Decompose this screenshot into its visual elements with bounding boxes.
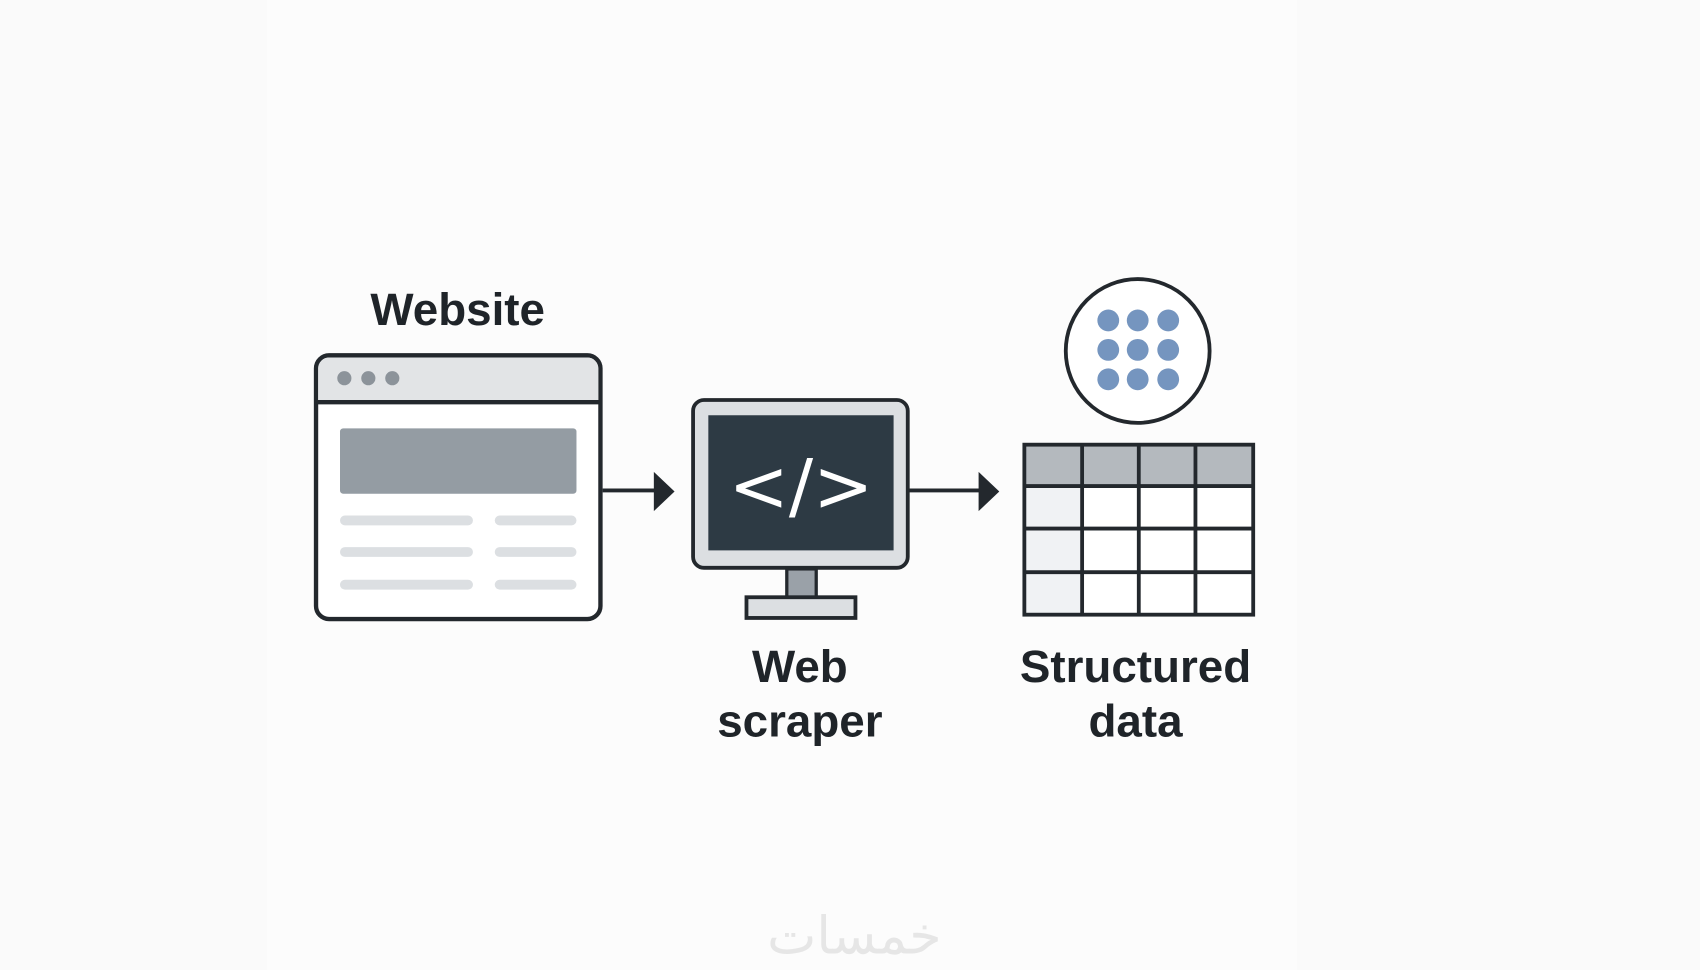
monitor-code-icon: </> — [691, 398, 910, 620]
browser-window-icon — [313, 353, 603, 622]
structured-data-label-line1: Structured — [1020, 641, 1251, 692]
web-scraper-label-line2: scraper — [717, 696, 883, 747]
table-grid-icon — [1022, 442, 1256, 617]
web-scraper-label-line1: Web — [752, 641, 848, 692]
code-glyph: </> — [729, 444, 874, 528]
arrow-website-to-scraper — [602, 471, 675, 512]
watermark: خمسات — [767, 906, 941, 967]
arrow-scraper-to-data — [908, 471, 1000, 512]
structured-data-label-line2: data — [1088, 696, 1183, 747]
dots-circle-icon — [1063, 277, 1212, 425]
website-label: Website — [370, 284, 545, 335]
